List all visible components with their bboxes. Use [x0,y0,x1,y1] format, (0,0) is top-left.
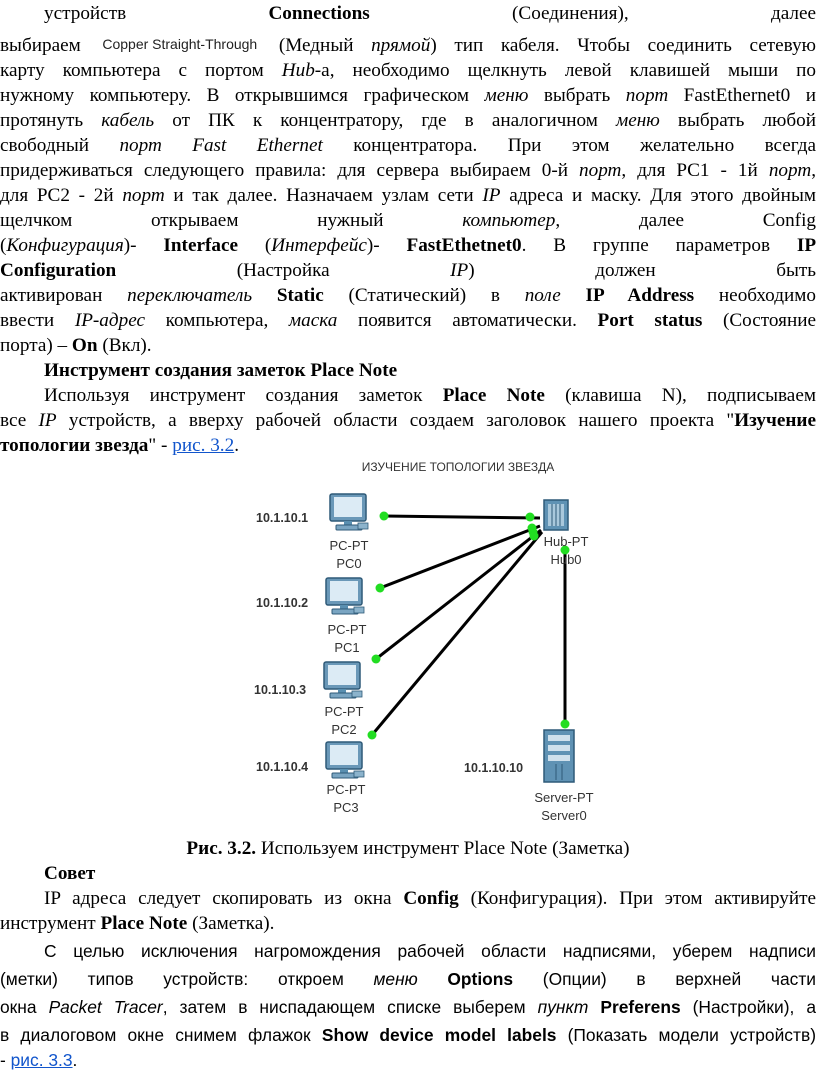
pc2-node[interactable]: 10.1.10.3 PC-PT PC2 [254,661,364,737]
figure-title: ИЗУЧЕНИЕ ТОПОЛОГИИ ЗВЕЗДА [362,460,555,474]
pc0-node[interactable]: 10.1.10.1 PC-PT PC0 [256,493,369,571]
paragraph-line: Используя инструмент создания заметок Pl… [44,385,816,406]
paragraph-line: - рис. 3.3. [0,1050,78,1070]
paragraph-line: выбираем Copper Straight-Through (Медный… [0,35,816,56]
hub-icon [543,499,569,531]
pc-model-label: PC-PT [325,704,364,719]
paragraph-line: в диалоговом окне снимем флажок Show dev… [0,1025,816,1045]
pc-name-label: PC0 [336,556,361,571]
computer-icon [323,661,363,699]
cable-pc3-hub [370,531,544,736]
server-model-label: Server-PT [534,790,593,805]
pc-model-label: PC-PT [330,538,369,553]
server-ip-label: 10.1.10.10 [464,761,523,775]
cables [370,514,567,736]
figure-caption: Рис. 3.2. Используем инструмент Place No… [186,838,630,859]
cable-pc2-hub [375,528,542,661]
pc-name-label: PC2 [331,722,356,737]
section-heading: Инструмент создания заметок Place Note [44,360,398,381]
paragraph-line: придерживаться следующего правила: для с… [0,160,816,181]
link-lights [367,511,570,740]
figure-3-3-link[interactable]: рис. 3.3 [10,1050,73,1070]
pc-model-label: PC-PT [327,782,366,797]
paragraph-line: окна Packet Tracer, затем в ниспадающем … [0,997,816,1017]
paragraph-line: инструмент Place Note (Заметка). [0,913,275,934]
cable-pc1-hub [379,524,541,590]
paragraph-line: Configuration (Настройка IP) должен быть [0,260,816,281]
computer-icon [329,493,369,531]
hub-name-label: Hub0 [550,552,581,567]
paragraph-line: устройств Connections (Соединения), дале… [44,3,816,24]
server-icon [543,729,575,783]
pc3-node[interactable]: 10.1.10.4 PC-PT PC3 [256,741,366,815]
paragraph-line: свободный порт Fast Ethernet концентрато… [0,135,816,156]
copper-straight-through-cable-label: Copper Straight-Through [102,36,258,52]
network-topology-figure: ИЗУЧЕНИЕ ТОПОЛОГИИ ЗВЕЗДА [254,460,594,823]
pc-ip-label: 10.1.10.2 [256,596,308,610]
computer-icon [325,577,365,615]
pc-model-label: PC-PT [328,622,367,637]
paragraph-line: порта) – On (Вкл). [0,335,152,356]
computer-icon [325,741,365,779]
paragraph-line: (Конфигурация)- Interface (Интерфейс)- F… [0,235,816,256]
server-name-label: Server0 [541,808,587,823]
paragraph-line: С целью исключения нагромождения рабочей… [44,941,816,961]
paragraph-line: щелчком открываем нужный компьютер, дале… [0,210,816,231]
pc-ip-label: 10.1.10.3 [254,683,306,697]
hub0-node[interactable]: Hub-PT Hub0 [543,499,589,567]
figure-3-2-link[interactable]: рис. 3.2 [172,435,235,456]
paragraph-line: протянуть кабель от ПК к концентратору, … [0,110,816,131]
pc-name-label: PC1 [334,640,359,655]
tip-heading: Совет [44,863,96,884]
pc1-node[interactable]: 10.1.10.2 PC-PT PC1 [256,577,367,655]
paragraph-line: все IP устройств, а вверху рабочей облас… [0,410,816,431]
paragraph-line: нужному компьютеру. В открывшимся графич… [0,85,816,106]
paragraph-line: ввести IP-адрес компьютера, маска появит… [0,310,816,331]
paragraph-line: активирован переключатель Static (Статич… [0,285,816,306]
cable-pc0-hub [383,514,541,520]
paragraph-line: (метки) типов устройств: откроем меню Op… [0,969,816,989]
pc-ip-label: 10.1.10.4 [256,760,308,774]
server0-node[interactable]: 10.1.10.10 Server-PT Server0 [464,729,594,823]
pc-name-label: PC3 [333,800,358,815]
paragraph-line: IP адреса следует скопировать из окна Co… [44,888,816,909]
paragraph-line: для PC2 - 2й порт и так далее. Назначаем… [0,185,816,206]
paragraph-line: карту компьютера с портом Hub-а, необход… [0,60,816,81]
paragraph-line: топологии звезда" - рис. 3.2. [0,435,239,456]
hub-model-label: Hub-PT [544,534,589,549]
pc-ip-label: 10.1.10.1 [256,511,308,525]
